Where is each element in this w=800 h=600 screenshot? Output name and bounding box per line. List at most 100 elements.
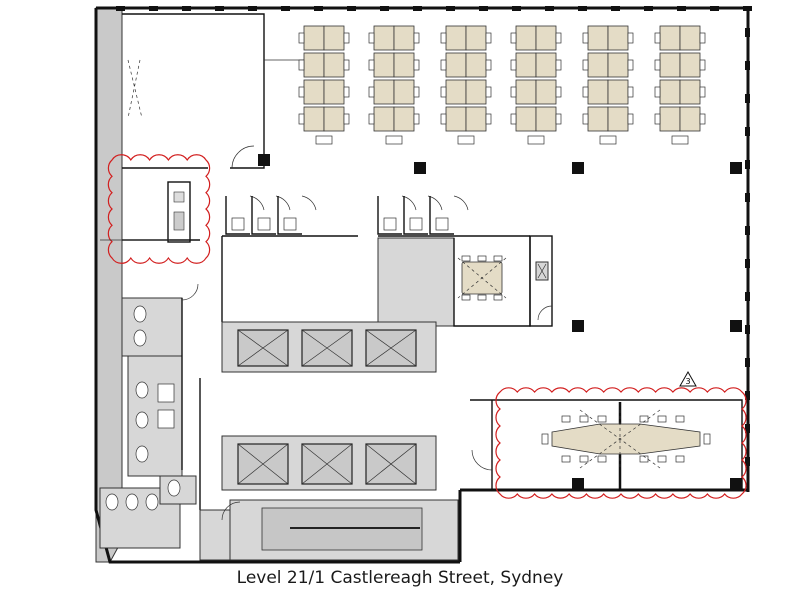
- desk: [465, 25, 487, 51]
- chair: [703, 433, 711, 445]
- chair: [510, 32, 517, 44]
- revision-cloud-icon: [495, 387, 747, 499]
- door-swing-icon: [427, 195, 443, 211]
- mullion: [745, 193, 750, 202]
- tv-wall-mark: [127, 59, 143, 119]
- revision-triangle-icon: 3: [679, 370, 697, 387]
- desk: [445, 79, 467, 105]
- toilet-fixture: [145, 493, 159, 511]
- desk: [515, 52, 537, 78]
- lift-cross: [365, 329, 417, 367]
- mullion: [745, 391, 750, 400]
- desk: [535, 52, 557, 78]
- chair: [555, 86, 562, 98]
- chair: [582, 113, 589, 125]
- chair: [510, 59, 517, 71]
- desk: [535, 25, 557, 51]
- mullion: [745, 325, 750, 334]
- chair: [699, 113, 706, 125]
- booth-seat: [283, 217, 297, 231]
- chair: [440, 59, 447, 71]
- desk: [607, 106, 629, 132]
- mullion: [745, 358, 750, 367]
- mullion: [116, 6, 125, 11]
- desk: [445, 106, 467, 132]
- boardroom: [470, 399, 743, 490]
- nw-room-walls: [122, 13, 265, 169]
- chair: [485, 86, 492, 98]
- desk: [465, 52, 487, 78]
- nw-room: [122, 13, 318, 169]
- desk: [465, 106, 487, 132]
- revision-clouds: [107, 154, 747, 499]
- desk: [679, 79, 701, 105]
- chair: [510, 113, 517, 125]
- mullion: [644, 6, 653, 11]
- door-swing-icon: [453, 195, 469, 211]
- mullion: [281, 6, 290, 11]
- mullion: [545, 6, 554, 11]
- desk-cluster-icon: [440, 25, 492, 145]
- chair: [298, 32, 305, 44]
- mullion: [745, 127, 750, 136]
- desk: [303, 25, 325, 51]
- desk: [679, 106, 701, 132]
- chair: [485, 113, 492, 125]
- chair: [561, 415, 571, 423]
- desk: [373, 25, 395, 51]
- west-service-core: [99, 283, 201, 549]
- mullion: [743, 6, 752, 11]
- booth-wall: [377, 196, 402, 235]
- desk: [607, 25, 629, 51]
- chair: [413, 59, 420, 71]
- mullion: [745, 94, 750, 103]
- desk: [659, 52, 681, 78]
- chair: [582, 59, 589, 71]
- desk: [587, 79, 609, 105]
- chair: [675, 455, 685, 463]
- comms-room: [377, 237, 455, 327]
- chair: [555, 32, 562, 44]
- door-swing-icon: [401, 195, 417, 211]
- mullion: [745, 424, 750, 433]
- basin: [157, 409, 175, 429]
- desk-cluster-icon: [654, 25, 706, 145]
- chair: [579, 415, 589, 423]
- chair: [699, 86, 706, 98]
- booth-wall: [225, 196, 250, 235]
- chair: [368, 86, 375, 98]
- desk: [393, 25, 415, 51]
- desk: [393, 79, 415, 105]
- chair: [627, 32, 634, 44]
- central-partition: [221, 235, 531, 327]
- chair: [561, 455, 571, 463]
- chair: [315, 135, 333, 145]
- desk: [445, 52, 467, 78]
- desk: [373, 52, 395, 78]
- desk: [587, 106, 609, 132]
- column-icon: [730, 162, 742, 174]
- chair: [654, 59, 661, 71]
- chair: [413, 86, 420, 98]
- column-icon: [572, 162, 584, 174]
- chair: [343, 113, 350, 125]
- chair: [582, 32, 589, 44]
- desk: [373, 106, 395, 132]
- floor-plan-drawing: 3: [94, 6, 752, 564]
- column-icon: [730, 478, 742, 490]
- desk-cluster-icon: [298, 25, 350, 145]
- desk: [535, 79, 557, 105]
- mullion: [215, 6, 224, 11]
- meeting-room-small: [457, 255, 507, 301]
- desk: [607, 79, 629, 105]
- column-icon: [258, 154, 270, 166]
- window-mullions: [116, 6, 752, 466]
- desk: [465, 79, 487, 105]
- chair: [440, 113, 447, 125]
- desk: [587, 25, 609, 51]
- toilet-fixture: [133, 329, 147, 347]
- mullion: [677, 6, 686, 11]
- chair: [343, 59, 350, 71]
- desk: [303, 52, 325, 78]
- door-swing-icon: [231, 145, 255, 169]
